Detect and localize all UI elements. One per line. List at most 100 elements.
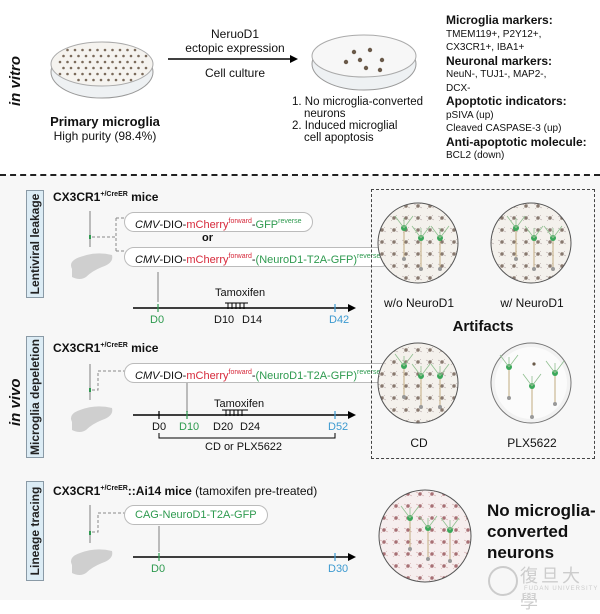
microglia-cell [133, 48, 137, 52]
tick-label: D24 [240, 421, 261, 433]
microglia-cell [114, 66, 118, 70]
outcome-2: 2. Induced microglial [292, 120, 398, 132]
outcome-1-cont: neurons [304, 108, 346, 120]
marker-line: CX3CR1+, IBA1+ [446, 42, 525, 53]
marker-heading: Microglia markers: [446, 13, 553, 27]
artifacts-box [371, 189, 595, 459]
microglia-cell [111, 60, 114, 64]
microglia-cell [103, 48, 107, 52]
tamoxifen-label-1: Tamoxifen [215, 287, 266, 299]
microglia-cell [99, 78, 103, 82]
section-divider [0, 174, 600, 176]
microglia-cell [99, 54, 103, 58]
mouse-brain-injection-icon [71, 364, 113, 432]
tick-label: D10 [214, 314, 235, 326]
microglia-cell [96, 72, 99, 76]
microglia-cell [84, 78, 88, 82]
side-label-lentiviral: Lentiviral leakage [26, 190, 44, 298]
microglia-cell [144, 54, 148, 58]
mouse-brain-injection-icon [71, 505, 113, 575]
microglia-cell [103, 60, 107, 64]
marker-line: Cleaved CASPASE-3 (up) [446, 123, 562, 134]
arrow-label-top-1: NeruoD1 [210, 27, 260, 41]
microglia-cell [88, 60, 92, 64]
microglia-cell [129, 66, 133, 70]
timeline-2 [133, 382, 356, 439]
microglia-cell [122, 78, 125, 82]
arrow-label-top-2: ectopic expression [185, 41, 285, 55]
tick-label: D0 [152, 421, 167, 433]
timeline-3 [133, 526, 356, 561]
microglia-cell [92, 66, 95, 70]
connector-lines [92, 512, 126, 533]
microglia-cell [107, 54, 110, 58]
microglia-cell [126, 60, 129, 64]
marker-list: Microglia markers: TMEM119+, P2Y12+, CX3… [446, 13, 600, 163]
microglia-cell [118, 60, 122, 64]
in-vitro-label: in vitro [7, 55, 24, 106]
microglia-cell [122, 54, 125, 58]
arrow-right-icon [168, 55, 298, 63]
microglia-cell [126, 48, 129, 52]
tick-label: D0 [150, 314, 165, 326]
mouse-strain-3: CX3CR1+/CreER::Ai14 mice (tamoxifen pre-… [53, 484, 318, 498]
connector-lines [92, 370, 126, 391]
microglia-cell [133, 60, 137, 64]
marker-line: NeuN-, TUJ1-, MAP2-, [446, 69, 547, 80]
microglia-cell [69, 66, 73, 70]
marker-heading: Apoptotic indicators: [446, 94, 567, 108]
microglia-cell [114, 54, 118, 58]
side-label-depletion: Microglia depeletion [26, 336, 44, 458]
arrow-label-bottom: Cell culture [204, 66, 266, 80]
tick-label: D14 [242, 314, 263, 326]
microglia-cell [66, 72, 69, 76]
construct-1a: CMV-DIO-mCherryforward-GFPreverse [124, 212, 313, 232]
in-vivo-label: in vivo [7, 378, 24, 426]
side-label-lineage: Lineage tracing [26, 481, 44, 581]
marker-line: DCX- [446, 82, 471, 94]
microglia-cell [62, 66, 65, 70]
artifacts-title: Artifacts [452, 318, 514, 335]
marker-line: TMEM119+, P2Y12+, [446, 28, 542, 40]
panel-label: w/o NeuroD1 [383, 296, 455, 310]
microglia-cell [73, 48, 77, 52]
microglia-cell [81, 60, 84, 64]
microglia-cell [84, 54, 88, 58]
panel-label: PLX5622 [507, 436, 557, 450]
tick-label: D0 [151, 563, 166, 575]
outcome-list: 1. No microglia-converted neurons 2. Ind… [292, 96, 432, 144]
microglia-cell [58, 60, 62, 64]
construct-1b: CMV-DIO-mCherryforward-(NeuroD1-T2A-GFP)… [124, 247, 392, 267]
microglia-cell [96, 60, 99, 64]
or-label: or [202, 232, 213, 244]
microglia-cell [77, 66, 80, 70]
outcome-1: 1. No microglia-converted [292, 96, 424, 108]
microglia-cell [114, 78, 118, 82]
microglia-cell [126, 72, 129, 76]
marker-heading: Anti-apoptotic molecule: [446, 134, 587, 149]
microglia-cell [137, 66, 140, 70]
microglia-cell [141, 60, 144, 64]
microglia-cell [81, 48, 84, 52]
microglia-cell [92, 78, 95, 82]
microglia-cell [118, 48, 122, 52]
timeline-1 [133, 272, 356, 312]
artifact-circles [377, 202, 572, 424]
microglia-cell [77, 78, 80, 82]
microglia-cell [129, 54, 133, 58]
microglia-cell [66, 60, 69, 64]
microglia-cell [141, 72, 144, 76]
microglia-cell [96, 48, 99, 52]
microglia-cell [137, 54, 140, 58]
panel-circle [377, 202, 459, 284]
microglia-cell [107, 66, 110, 70]
microglia-cell [103, 72, 107, 76]
construct-2: CMV-DIO-mCherryforward-(NeuroD1-T2A-GFP)… [124, 363, 392, 383]
microglia-cell [118, 72, 122, 76]
bracket-label: CD or PLX5622 [205, 441, 283, 453]
dish-subtitle: High purity (98.4%) [53, 129, 157, 143]
microglia-cell [144, 66, 148, 70]
microglia-cell [99, 66, 103, 70]
marker-line: pSIVA (up) [446, 109, 494, 121]
panel-label: CD [410, 436, 428, 450]
